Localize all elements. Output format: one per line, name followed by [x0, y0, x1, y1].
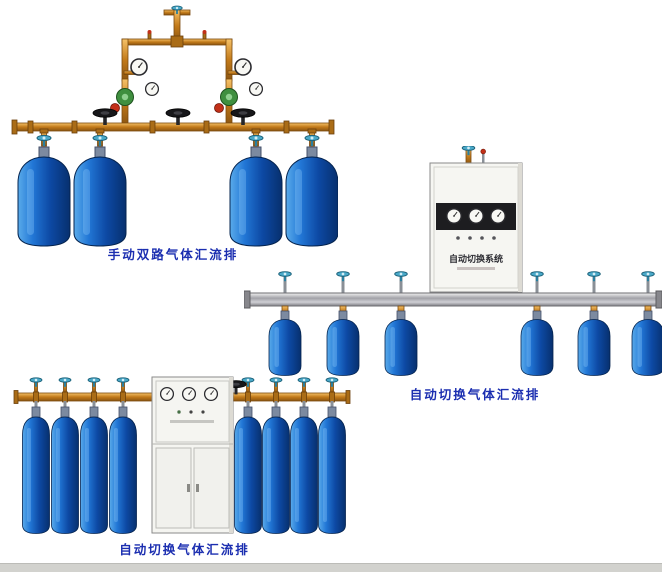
gas-cylinder: [17, 146, 71, 247]
gas-cylinder: [80, 406, 108, 534]
cabinet-door: [193, 447, 230, 529]
upper-header-pipe: [121, 30, 233, 82]
relief-valve-icon: [480, 148, 486, 155]
valve-handwheel-icon: [92, 134, 108, 147]
main-header-pipe: [11, 119, 335, 135]
pressure-gauge-icon: [181, 386, 197, 402]
gas-cylinder: [268, 310, 302, 376]
pressure-gauge-icon: [130, 58, 148, 76]
product-figure-auto-manifold-floor: [12, 370, 357, 542]
valve-handwheel-icon: [278, 271, 292, 282]
pressure-gauge-icon: [468, 208, 484, 224]
gas-cylinder: [109, 406, 137, 534]
valve-handwheel-icon: [394, 271, 408, 282]
valve-handwheel-icon: [304, 134, 320, 147]
product-caption: 自动切换气体汇流排: [409, 388, 541, 402]
pressure-gauge-icon: [159, 386, 175, 402]
valve-handwheel-icon: [87, 377, 101, 388]
valve-handwheel-icon: [269, 377, 283, 388]
pressure-regulator-station: [110, 58, 160, 126]
valve-handwheel-icon: [116, 377, 130, 388]
valve-handwheel-icon: [336, 271, 350, 282]
gas-cylinder: [384, 310, 418, 376]
control-cabinet: 自动切换系统: [429, 145, 523, 293]
cylinder-valve: [92, 128, 108, 147]
pressure-gauge-icon: [234, 58, 252, 76]
product-figure-manual-dual-manifold: [8, 5, 339, 247]
gas-cylinder: [22, 406, 50, 534]
valve-handwheel-icon: [641, 271, 655, 282]
product-figure-auto-manifold-wall: 自动切换系统: [243, 145, 662, 380]
cylinder-valves-row: [278, 271, 655, 293]
regulator-knob: [214, 103, 224, 113]
door-handle: [187, 484, 190, 492]
cabinet-door: [155, 447, 192, 529]
gas-cylinder: [290, 406, 318, 534]
gas-cylinder: [318, 406, 346, 534]
pressure-gauge-icon: [144, 81, 160, 97]
valve-handwheel-icon: [587, 271, 601, 282]
gas-cylinder: [262, 406, 290, 534]
valve-handwheel-icon: [325, 377, 339, 388]
manual-valve-handwheel-icon: [92, 108, 118, 126]
valve-handwheel-icon: [58, 377, 72, 388]
valve-handwheel-icon: [530, 271, 544, 282]
product-caption: 自动切换气体汇流排: [119, 543, 250, 557]
gas-cylinder: [326, 310, 360, 376]
gas-cylinder: [51, 406, 79, 534]
cylinder-valve: [248, 128, 264, 147]
gas-cylinder: [577, 310, 611, 376]
valve-handwheel-icon: [29, 377, 43, 388]
pressure-gauge-icon: [446, 208, 462, 224]
cylinder-valves-row: [29, 377, 339, 394]
valve-handwheel-icon: [461, 145, 476, 156]
product-caption: 手动双路气体汇流排: [107, 248, 239, 262]
manual-valve-handwheel-icon: [165, 108, 191, 126]
cabinet-title: 自动切换系统: [449, 253, 503, 264]
door-handle: [196, 484, 199, 492]
gas-cylinder: [520, 310, 554, 376]
valve-handwheel-icon: [248, 134, 264, 147]
pressure-gauge-icon: [490, 208, 506, 224]
pressure-gauge-icon: [248, 81, 264, 97]
manual-valve-handwheel-icon: [230, 108, 256, 126]
gas-cylinder: [234, 406, 262, 534]
cylinder-valve: [304, 128, 320, 147]
pressure-regulator-station: [214, 58, 264, 126]
manifold-rail: [243, 290, 662, 309]
pressure-gauge-icon: [203, 386, 219, 402]
control-cabinet-floor: [151, 376, 234, 534]
bottom-divider: [0, 563, 662, 572]
gas-cylinder: [631, 310, 662, 376]
valve-handwheel-icon: [36, 134, 52, 147]
valve-handwheel-icon: [297, 377, 311, 388]
cylinder-connectors: [33, 391, 335, 409]
cylinder-valve: [36, 128, 52, 147]
gas-cylinder: [73, 146, 127, 247]
